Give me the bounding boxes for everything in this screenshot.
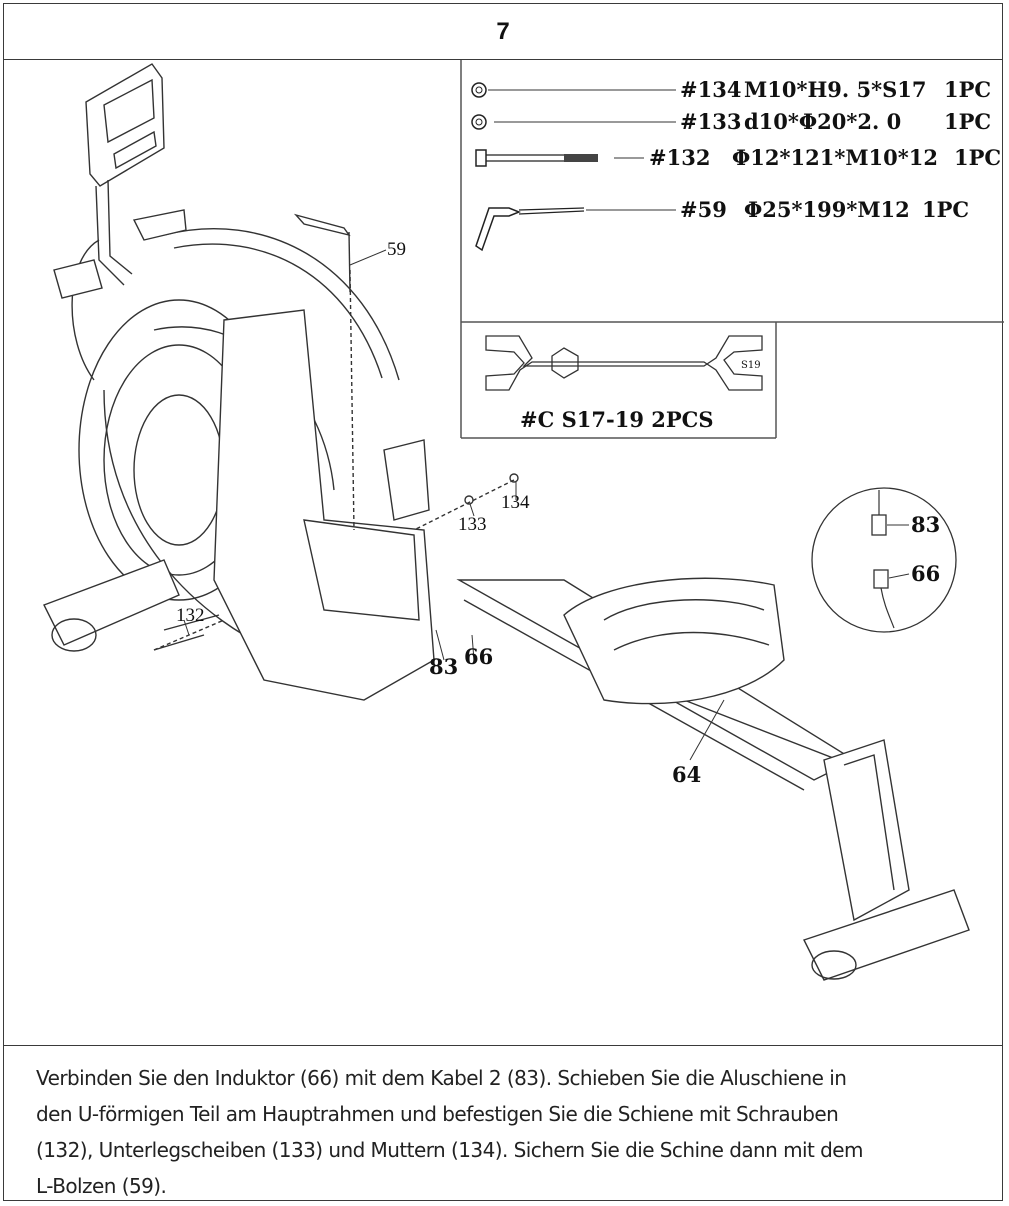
leader-lines — [183, 249, 725, 761]
washer-icon — [471, 114, 487, 130]
instruction-line: Verbinden Sie den Induktor (66) mit dem … — [36, 1066, 847, 1090]
callout-134: 134 — [501, 492, 530, 513]
part-133-number: #133 — [680, 109, 741, 134]
wrench-mark: S19 — [741, 360, 761, 371]
tool-label: #C S17-19 2PCS — [520, 407, 714, 432]
instruction-line: L-Bolzen (59). — [36, 1174, 167, 1198]
part-134-qty: 1PC — [944, 77, 991, 102]
instruction-text: Verbinden Sie den Induktor (66) mit dem … — [4, 1045, 1002, 1202]
callout-83: 83 — [429, 654, 458, 679]
instruction-line: (132), Unterlegscheiben (133) und Mutter… — [36, 1138, 864, 1162]
callout-59: 59 — [387, 239, 406, 260]
part-59-qty: 1PC — [922, 197, 969, 222]
part-133-qty: 1PC — [944, 109, 991, 134]
part-134-number: #134 — [680, 77, 741, 102]
part-59-spec: Φ25*199*M12 — [744, 197, 910, 222]
part-132-spec: Φ12*121*M10*12 — [732, 145, 938, 170]
instruction-step-frame: 7 #134 M10*H9. 5*S17 1PC — [3, 3, 1004, 1202]
detail-callout-66: 66 — [911, 561, 940, 586]
parts-list: #134 M10*H9. 5*S17 1PC #133 d10*Φ20*2. 0… — [460, 60, 1004, 439]
rowing-machine-illustration — [43, 63, 970, 981]
part-134-spec: M10*H9. 5*S17 — [744, 77, 927, 102]
detail-callout-83: 83 — [911, 512, 940, 537]
l-bolt-icon — [475, 207, 585, 252]
nut-icon — [471, 82, 487, 98]
bolt-icon — [475, 149, 598, 167]
assembly-drawing: #134 M10*H9. 5*S17 1PC #133 d10*Φ20*2. 0… — [43, 60, 1004, 981]
step-number: 7 — [4, 4, 1002, 60]
wrench-icon: S19 — [485, 335, 763, 391]
connector-detail: 83 66 — [811, 487, 957, 633]
part-59-number: #59 — [680, 197, 727, 222]
part-133-spec: d10*Φ20*2. 0 — [744, 109, 901, 134]
callout-133: 133 — [458, 514, 487, 535]
instruction-line: den U-förmigen Teil am Hauptrahmen und b… — [36, 1102, 839, 1126]
part-132-number: #132 — [649, 145, 710, 170]
callout-66: 66 — [464, 644, 493, 669]
assembly-figure: #134 M10*H9. 5*S17 1PC #133 d10*Φ20*2. 0… — [4, 60, 1004, 1045]
part-132-qty: 1PC — [954, 145, 1001, 170]
callout-132: 132 — [176, 605, 205, 626]
callout-64: 64 — [672, 762, 701, 787]
